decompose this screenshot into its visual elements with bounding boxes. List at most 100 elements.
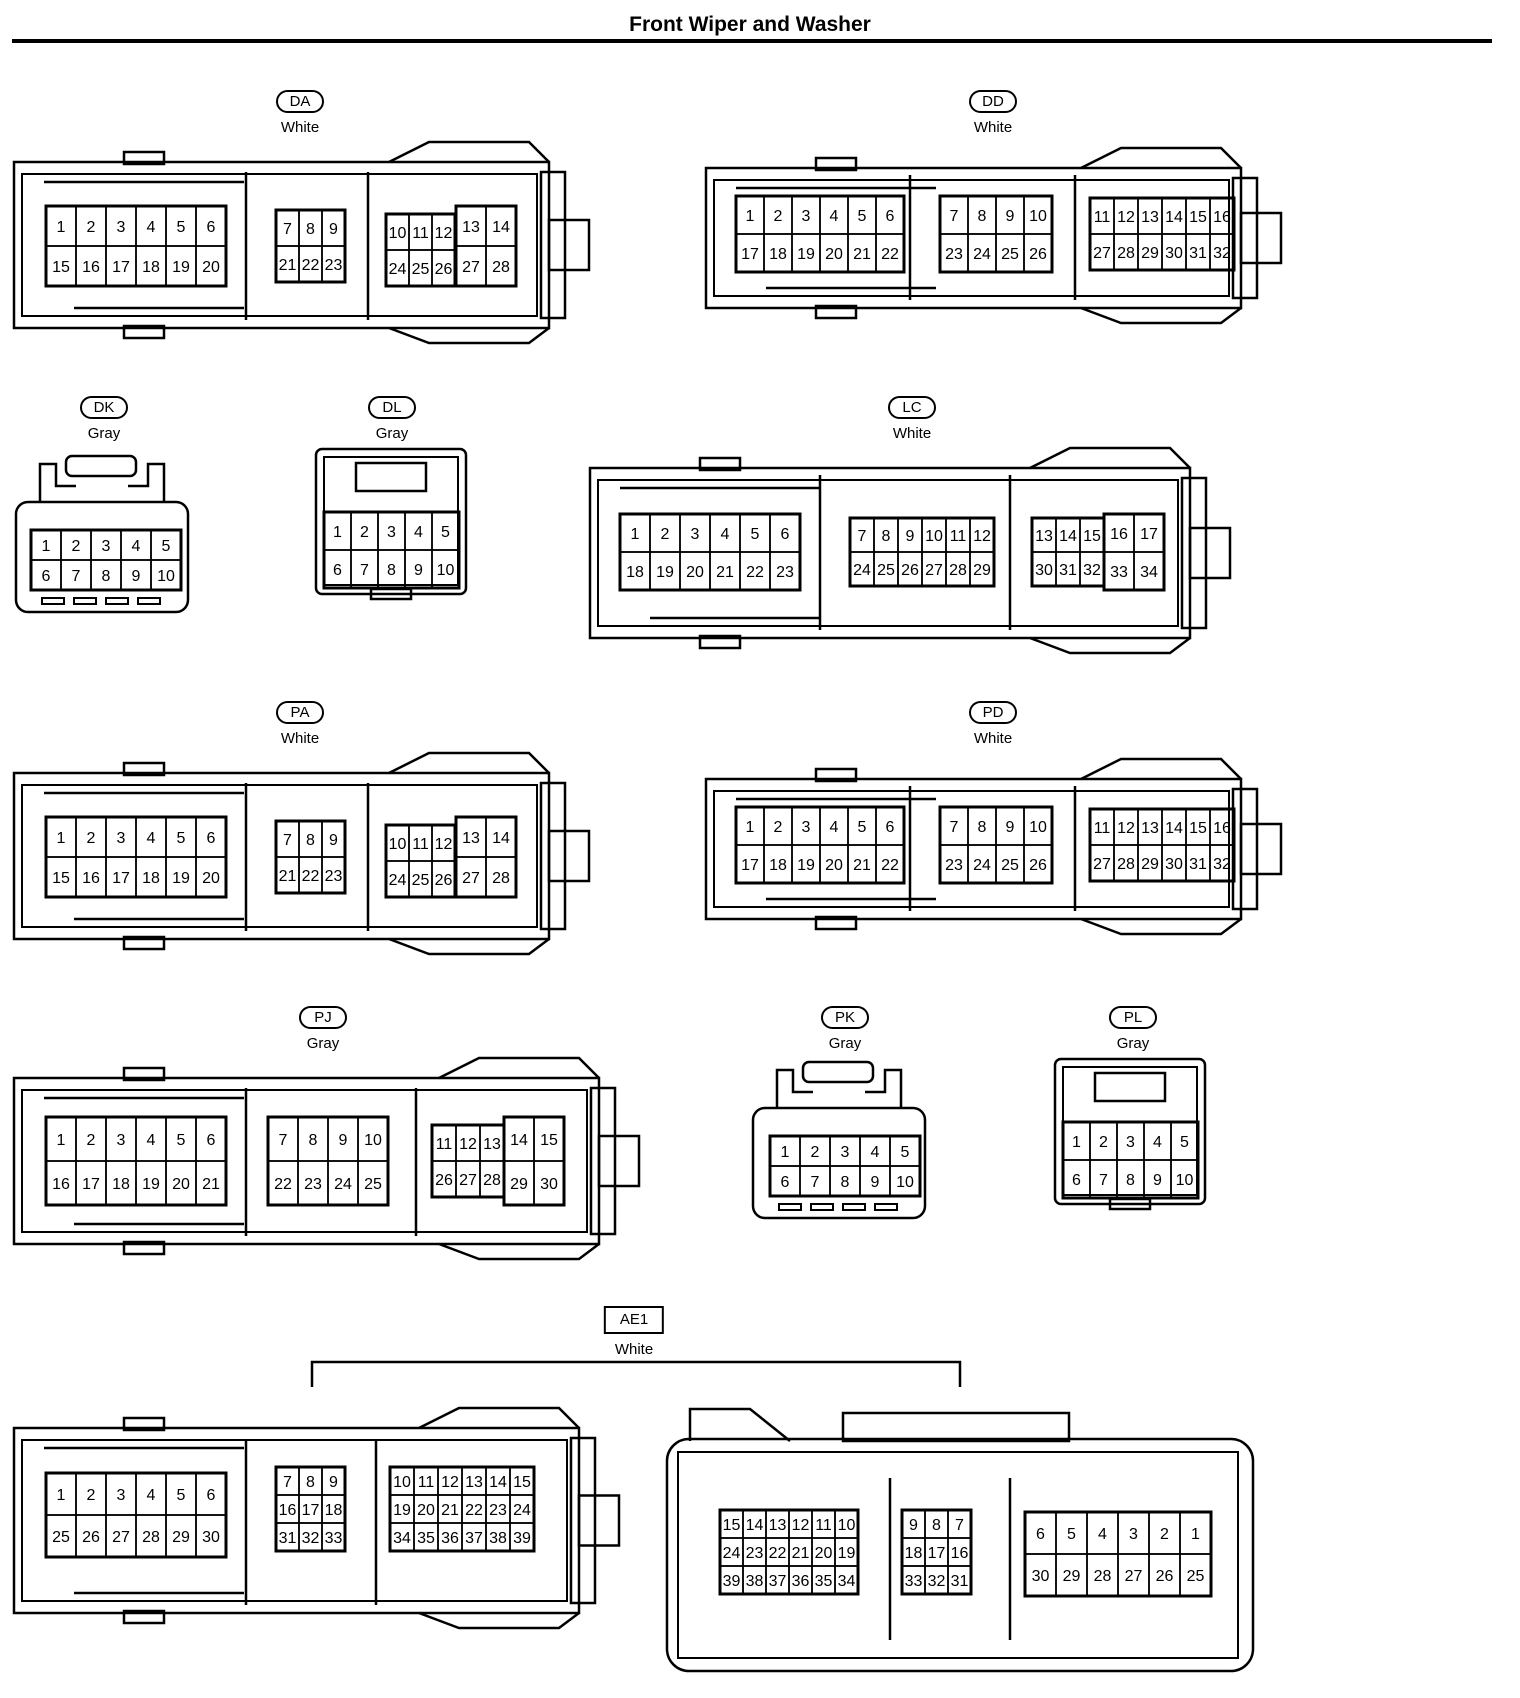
pin-number: 17 (82, 1176, 100, 1193)
pin-number: 6 (207, 1132, 216, 1149)
pk-housing-foot (778, 1203, 802, 1211)
pin-number: 13 (1141, 820, 1159, 837)
pin-number: 12 (435, 225, 453, 242)
pin-number: 4 (132, 538, 141, 555)
pd-housing-latch (1231, 787, 1259, 911)
pin-number: 7 (279, 1132, 288, 1149)
pin-number: 18 (325, 1502, 343, 1519)
pin-number: 17 (741, 246, 759, 263)
pin-number: 6 (42, 568, 51, 585)
pin-number: 18 (112, 1176, 130, 1193)
pa-housing-tab-bottom (122, 935, 166, 951)
pin-number: 17 (302, 1502, 320, 1519)
pin-number: 30 (202, 1529, 220, 1546)
ae1-right-top-tab (841, 1411, 1071, 1443)
ae1-right-housing (665, 1437, 1255, 1673)
pin-cell (321, 1522, 346, 1552)
pin-number: 10 (393, 1474, 411, 1491)
pin-cell (195, 1160, 227, 1206)
pin-number: 10 (389, 225, 407, 242)
pin-number: 29 (510, 1176, 528, 1193)
pin-number: 4 (147, 219, 156, 236)
pin-number: 1 (333, 524, 342, 541)
connector-label-pa: PA (276, 701, 324, 724)
pin-number: 34 (393, 1530, 411, 1547)
pj-housing-inner (21, 1089, 588, 1233)
pa-housing-latch (539, 781, 567, 931)
pin-number: 16 (951, 1545, 969, 1562)
pa-housing-inner (21, 784, 538, 928)
pin-number: 14 (1059, 528, 1077, 545)
pin-number: 13 (462, 219, 480, 236)
pin-number: 24 (853, 562, 871, 579)
pin-cell (875, 844, 905, 884)
pin-number: 22 (769, 1545, 787, 1562)
pin-number: 3 (387, 524, 396, 541)
pin-number: 3 (1126, 1134, 1135, 1151)
pin-number: 19 (797, 857, 815, 874)
pin-number: 38 (746, 1573, 764, 1590)
pin-number: 27 (459, 1172, 477, 1189)
pd-housing-tab-bottom (814, 915, 858, 931)
connector-color-dk: Gray (87, 425, 121, 442)
pin-number: 29 (1063, 1568, 1081, 1585)
pin-number: 9 (906, 528, 915, 545)
pin-number: 16 (1110, 526, 1128, 543)
pl-housing-latch (1093, 1071, 1167, 1103)
pin-number: 5 (177, 830, 186, 847)
pin-number: 36 (441, 1530, 459, 1547)
pin-number: 2 (811, 1144, 820, 1161)
connector-label-pk: PK (821, 1006, 869, 1029)
dd-housing-hood (1080, 146, 1242, 170)
pin-cell (769, 551, 801, 591)
title-rule (12, 39, 1492, 43)
pin-number: 7 (283, 221, 292, 238)
pin-cell (1133, 551, 1165, 591)
pin-number: 8 (882, 528, 891, 545)
dd-housing-tab-top (814, 156, 858, 172)
pin-number: 11 (412, 225, 429, 242)
pin-number: 20 (417, 1502, 435, 1519)
pd-housing-inner (713, 790, 1230, 908)
ae1-left-housing-hood (418, 1406, 580, 1430)
pin-number: 15 (513, 1474, 531, 1491)
pin-number: 6 (1036, 1526, 1045, 1543)
pin-number: 1 (781, 1144, 790, 1161)
pin-number: 1 (57, 1132, 66, 1149)
connector-color-pd: White (973, 730, 1013, 747)
pin-cell (875, 233, 905, 273)
pj-housing-latch (589, 1086, 617, 1236)
dl-housing-body (314, 447, 468, 596)
pin-number: 17 (112, 870, 130, 887)
pin-number: 15 (540, 1132, 558, 1149)
da-housing-latch (539, 170, 567, 320)
lc-housing-lock (1188, 526, 1232, 580)
pin-number: 24 (513, 1502, 531, 1519)
dk-housing-foot (105, 597, 129, 605)
pin-number: 24 (973, 857, 991, 874)
pin-number: 29 (973, 562, 991, 579)
connector-label-pl: PL (1109, 1006, 1157, 1029)
pin-number: 6 (886, 208, 895, 225)
pin-number: 10 (1029, 819, 1047, 836)
pin-number: 25 (1187, 1568, 1205, 1585)
pin-number: 3 (802, 208, 811, 225)
pin-number: 10 (896, 1174, 914, 1191)
pin-cell (485, 245, 517, 287)
pin-cell (150, 559, 182, 591)
pin-number: 8 (932, 1517, 941, 1534)
dk-housing-foot (41, 597, 65, 605)
pin-number: 33 (905, 1573, 923, 1590)
pin-number: 8 (306, 1474, 315, 1491)
connector-color-pl: Gray (1116, 1035, 1150, 1052)
pj-housing-hood (438, 1056, 600, 1080)
pin-number: 8 (102, 568, 111, 585)
pin-number: 32 (1083, 562, 1101, 579)
pa-housing-lock (547, 829, 591, 883)
pin-number: 19 (838, 1545, 856, 1562)
ae1-left-housing-lock (577, 1494, 621, 1547)
pin-number: 11 (950, 528, 967, 545)
pin-number: 9 (329, 832, 338, 849)
ae1-left-housing-body (12, 1426, 581, 1615)
pin-number: 21 (279, 868, 297, 885)
